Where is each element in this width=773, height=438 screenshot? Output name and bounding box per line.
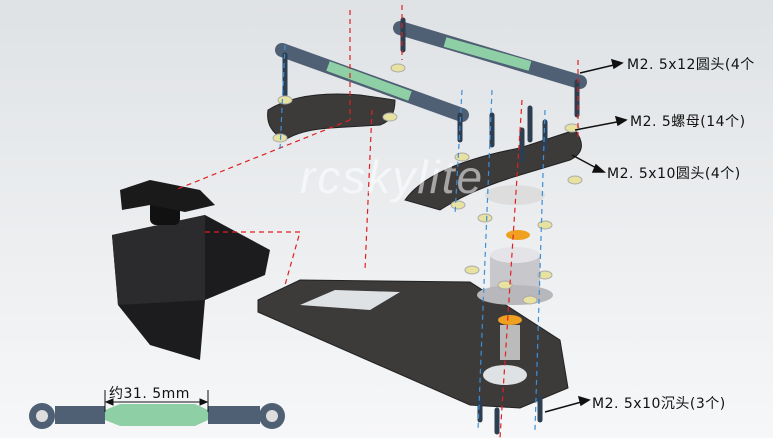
label-screw-m25x10-round: M2. 5x10圆头(4个): [607, 166, 741, 182]
dimension-line: [104, 390, 209, 412]
linkage-rod-upper: [393, 21, 587, 89]
label-screw-m25x10-countersunk: M2. 5x10沉头(3个): [592, 396, 726, 412]
label-rod-length: 约31. 5mm: [109, 386, 190, 402]
base-plate-hole: [483, 365, 527, 385]
axis-lines-blue: [279, 44, 546, 431]
axis-lines-red: [174, 5, 579, 438]
hub-assembly: [477, 185, 553, 360]
watermark: rcskylite: [300, 151, 485, 203]
label-nut-m25: M2. 5螺母(14个): [630, 114, 746, 130]
linkage-rod-lower: [275, 43, 469, 122]
upper-arm-plate: [404, 129, 582, 211]
callout-arrows: [544, 58, 628, 413]
servo: [112, 180, 270, 360]
base-plate-slot: [300, 290, 400, 310]
reference-rod: [29, 403, 285, 429]
label-screw-m25x12: M2. 5x12圆头(4个: [627, 57, 755, 73]
nuts: [272, 63, 583, 305]
